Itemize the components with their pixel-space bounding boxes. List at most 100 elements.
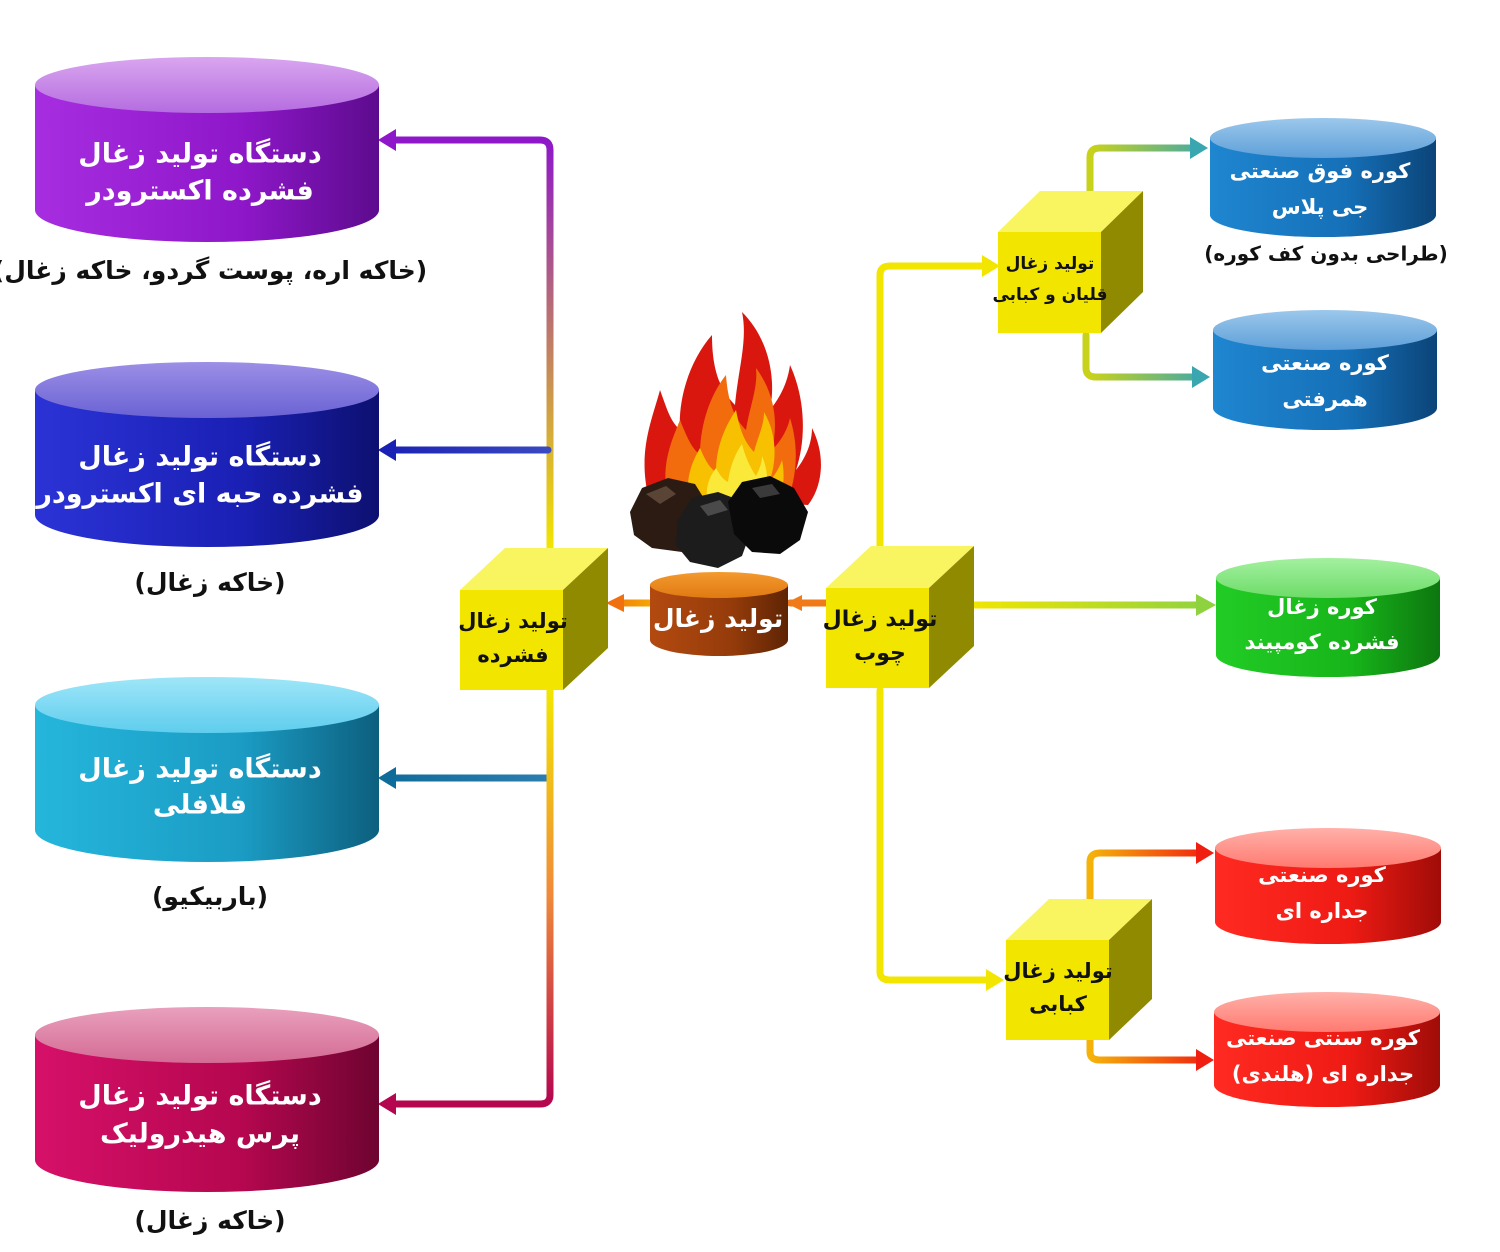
right-node-convection: کوره صنعتی همرفتی <box>1213 310 1437 430</box>
hub-label-line2: قلیان و کبابی <box>992 285 1107 305</box>
hub-label-line2: چوب <box>854 641 906 666</box>
arrowhead-right <box>1196 842 1214 864</box>
right-node-compound: کوره زغال فشرده کومپیند <box>1216 558 1440 677</box>
box-side <box>1109 899 1152 1040</box>
center-label: تولید زغال <box>653 604 783 634</box>
connector-pellet-to-extruder <box>388 136 554 554</box>
left-node-falafel: دستگاه تولید زغال فلافلی (باربیکیو) <box>35 677 379 912</box>
cylinder-top <box>35 677 379 733</box>
left-node-granule-extruder: دستگاه تولید زغال فشرده حبه ای اکسترودر … <box>34 362 379 597</box>
node-note: (طراحی بدون کف کوره) <box>1204 242 1447 266</box>
node-note: (باربیکیو) <box>152 882 268 912</box>
cylinder-top <box>35 1007 379 1063</box>
right-node-wall: کوره صنعتی جداره ای <box>1215 828 1441 944</box>
node-label-line1: کوره فوق صنعتی <box>1230 159 1412 183</box>
box-side <box>563 548 608 690</box>
cylinder-icon <box>35 85 379 242</box>
node-label-line1: کوره سنتی صنعتی <box>1226 1026 1421 1050</box>
connector-hookah-to-convection <box>1082 331 1200 381</box>
cylinder-icon <box>1215 848 1441 944</box>
node-label-line1: دستگاه تولید زغال <box>78 441 321 473</box>
coal-lump <box>728 476 808 554</box>
box-side <box>929 546 974 688</box>
cylinder-icon <box>1216 578 1440 677</box>
box-icon <box>998 191 1143 232</box>
hub-label-line1: تولید زغال <box>458 609 568 633</box>
cylinder-icon <box>650 585 788 656</box>
hub-label-line1: تولید زغال <box>1003 959 1113 983</box>
center-node: تولید زغال <box>650 572 788 656</box>
hub-pellet: تولید زغال فشرده <box>458 548 608 690</box>
left-node-hydraulic: دستگاه تولید زغال پرس هیدرولیک (خاکه زغا… <box>35 1007 379 1235</box>
cylinder-top <box>1214 992 1440 1032</box>
arrowhead-left <box>378 439 396 461</box>
node-label-line2: جداره ای (هلندی) <box>1232 1062 1414 1086</box>
node-label-line2: فشرده کومپیند <box>1245 630 1400 654</box>
box-side <box>1101 191 1143 333</box>
arrowhead-right <box>986 969 1004 991</box>
arrowhead-right <box>1196 594 1216 616</box>
arrowhead-right <box>1190 137 1208 159</box>
arrowhead-left <box>606 594 624 612</box>
box-front <box>998 232 1101 333</box>
node-label-line2: جداره ای <box>1276 899 1369 923</box>
node-label-line1: کوره صنعتی <box>1258 863 1387 887</box>
hub-bbq: تولید زغال کبابی <box>1003 899 1152 1040</box>
arrowhead-right <box>982 255 1000 277</box>
hub-label-line1: تولید زغال <box>823 607 938 632</box>
cylinder-icon <box>35 390 379 547</box>
cylinder-top <box>1215 828 1441 868</box>
hub-label-line2: کبابی <box>1029 992 1088 1016</box>
hub-label-line2: فشرده <box>477 643 548 667</box>
connector-wood-to-bbq <box>876 686 994 984</box>
cylinder-top <box>1210 118 1436 158</box>
hub-hookah: تولید زغال قلیان و کبابی <box>992 191 1143 333</box>
box-front <box>460 590 563 690</box>
node-label-line1: دستگاه تولید زغال <box>78 753 321 785</box>
coal-highlight <box>700 500 728 516</box>
cylinder-top <box>1213 310 1437 350</box>
box-icon <box>1006 899 1152 940</box>
arrowhead-right <box>1196 1049 1214 1071</box>
box-front <box>826 588 929 688</box>
connector-bbq-to-dutch <box>1086 1036 1204 1064</box>
arrowhead-right <box>1192 366 1210 388</box>
cylinder-top <box>35 362 379 418</box>
fire-icon <box>644 312 821 508</box>
node-label-line2: همرفتی <box>1282 387 1367 411</box>
connector-hookah-to-gplus <box>1086 144 1197 196</box>
right-node-gplus: کوره فوق صنعتی جی پلاس (طراحی بدون کف کو… <box>1204 118 1448 266</box>
hub-wood: تولید زغال چوب <box>823 546 974 688</box>
connector-wood-to-hookah <box>876 262 989 554</box>
coal-icon <box>630 476 808 568</box>
arrowhead-left <box>378 1093 396 1115</box>
node-label-line1: دستگاه تولید زغال <box>78 138 321 170</box>
box-front <box>1006 940 1109 1040</box>
cylinder-icon <box>1214 1012 1440 1107</box>
node-label-line2: جی پلاس <box>1272 195 1369 219</box>
cylinder-top <box>1216 558 1440 598</box>
cylinder-icon <box>35 1035 379 1192</box>
cylinder-top <box>35 57 379 113</box>
connector-pellet-to-hydraulic <box>388 686 554 1108</box>
cylinder-icon <box>1213 330 1437 430</box>
connector-bbq-to-wall <box>1086 849 1204 904</box>
node-label-line1: کوره صنعتی <box>1261 351 1390 375</box>
node-note: (خاکه زغال) <box>134 568 285 597</box>
arrowhead-left <box>378 129 396 151</box>
cylinder-icon <box>1210 138 1436 237</box>
node-label-line2: پرس هیدرولیک <box>100 1119 300 1150</box>
connectors <box>388 136 1204 1108</box>
coal-highlight <box>752 484 780 498</box>
node-note: (خاکه زغال) <box>134 1206 285 1235</box>
coal-highlight <box>646 486 676 504</box>
arrowhead-left <box>786 595 802 611</box>
node-label-line1: کوره زغال <box>1267 595 1378 619</box>
hub-label-line1: تولید زغال <box>1006 254 1095 274</box>
node-label-line1: دستگاه تولید زغال <box>78 1080 321 1112</box>
arrowhead-left <box>378 767 396 789</box>
node-label-line2: فشرده حبه ای اکسترودر <box>34 479 363 510</box>
box-icon <box>826 546 974 588</box>
